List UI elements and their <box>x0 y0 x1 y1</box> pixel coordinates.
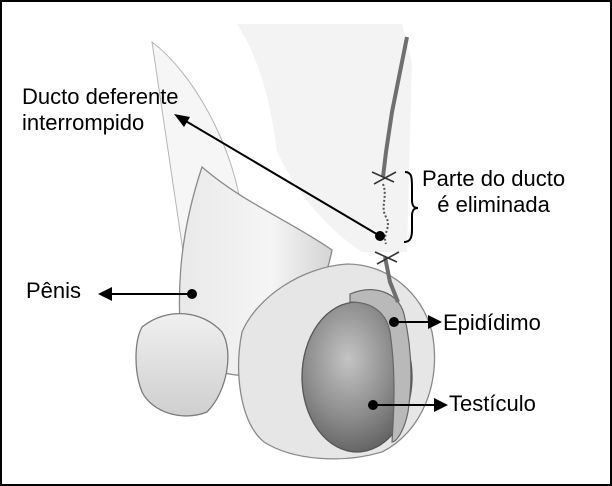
dot-test <box>368 400 378 410</box>
label-ducto-line1: Ducto deferente <box>22 84 179 110</box>
label-parte-line2: é eliminada <box>422 192 565 218</box>
label-ducto-deferente: Ducto deferente interrompido <box>22 84 179 136</box>
penis-glans <box>136 314 228 416</box>
label-ducto-line2: interrompido <box>22 110 179 136</box>
arrow-epid <box>428 315 442 329</box>
label-testiculo: Testículo <box>449 391 536 417</box>
label-penis: Pênis <box>26 278 81 304</box>
dot-penis <box>187 289 197 299</box>
dot-ducto <box>375 231 385 241</box>
arrow-test <box>434 398 448 412</box>
label-epididimo: Epidídimo <box>443 310 541 336</box>
label-parte-do-ducto: Parte do ducto é eliminada <box>422 166 565 218</box>
arrow-penis <box>98 287 112 301</box>
dot-epid <box>389 317 399 327</box>
label-parte-line1: Parte do ducto <box>422 166 565 192</box>
